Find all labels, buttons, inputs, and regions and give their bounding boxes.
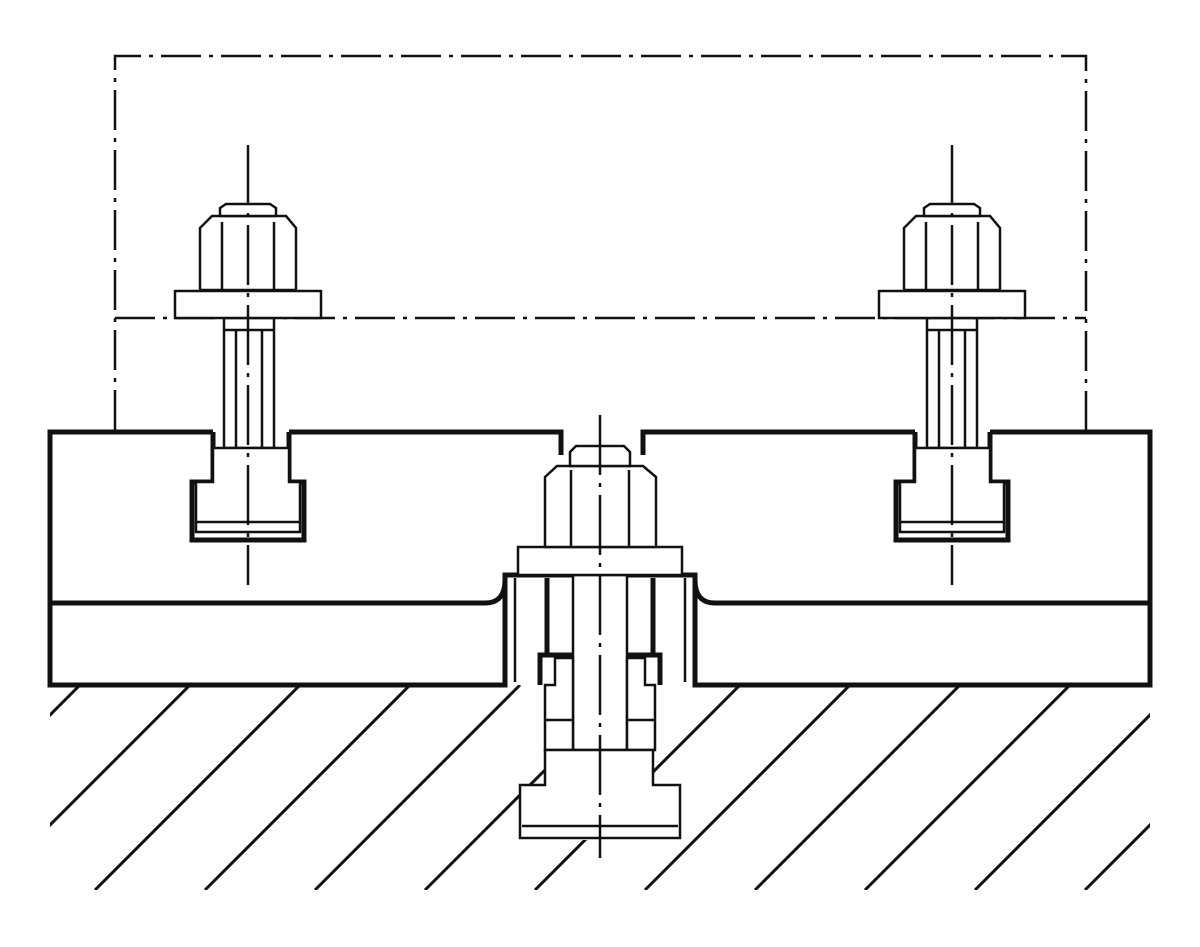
- hatch-line: [50, 685, 192, 828]
- hatch-line: [1195, 685, 1200, 890]
- hatch-line: [93, 685, 302, 890]
- hatch-line: [50, 685, 82, 718]
- hatch-line: [313, 685, 522, 890]
- hatch-line: [203, 685, 412, 890]
- hatch-line: [973, 712, 1150, 890]
- left-clamp-bolt: [173, 145, 323, 585]
- hatch-line: [643, 685, 852, 890]
- hatch-line: [1083, 822, 1150, 890]
- right-clamp-bolt: [877, 145, 1027, 585]
- hatch-line: [863, 685, 1072, 890]
- center-fixing-bolt: [505, 415, 695, 858]
- hatch-line: [753, 685, 962, 890]
